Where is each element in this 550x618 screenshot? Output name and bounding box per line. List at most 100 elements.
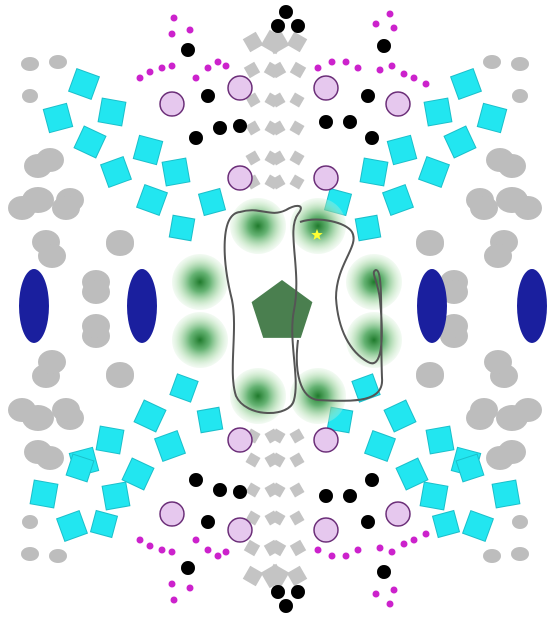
navy-oval <box>517 269 547 343</box>
black-dot <box>271 19 285 33</box>
magenta-dot <box>205 547 212 554</box>
gray-square-tile <box>289 150 304 165</box>
cyan-tile <box>197 407 222 432</box>
magenta-dot <box>373 21 380 28</box>
black-dot <box>343 489 357 503</box>
magenta-dot <box>389 549 396 556</box>
black-dot <box>201 89 215 103</box>
cyan-tile <box>355 215 380 240</box>
gray-token <box>512 89 528 103</box>
magenta-dot <box>377 67 384 74</box>
gray-token <box>484 244 512 268</box>
magenta-dot <box>171 15 178 22</box>
cyan-tile <box>419 157 450 188</box>
cyan-tile <box>365 431 396 462</box>
gray-square-tile <box>243 566 263 586</box>
magenta-dot <box>389 63 396 70</box>
gray-square-tile <box>289 120 304 135</box>
gray-token <box>82 280 110 304</box>
magenta-dot <box>169 581 176 588</box>
magenta-dot <box>401 541 408 548</box>
green-target-glow <box>346 254 402 310</box>
cyan-tile <box>444 126 476 158</box>
black-dot <box>319 115 333 129</box>
black-dot <box>377 565 391 579</box>
black-dot <box>343 115 357 129</box>
cyan-tile <box>133 135 162 164</box>
green-target-glow <box>172 312 228 368</box>
cyan-tile <box>162 158 190 186</box>
cyan-tile <box>57 511 88 542</box>
cyan-tile <box>424 98 452 126</box>
cyan-tile <box>433 511 460 538</box>
gray-square-tile <box>243 32 263 52</box>
magenta-dot <box>355 547 362 554</box>
magenta-dot <box>171 597 178 604</box>
gray-square-tile <box>287 566 307 586</box>
gray-square-tile <box>290 540 306 556</box>
magenta-dot <box>387 11 394 18</box>
black-dot <box>377 39 391 53</box>
gray-token <box>106 362 134 386</box>
magenta-dot <box>169 63 176 70</box>
black-dot <box>189 473 203 487</box>
black-dot <box>291 19 305 33</box>
black-dot <box>233 485 247 499</box>
magenta-dot <box>187 27 194 34</box>
magenta-dot <box>401 71 408 78</box>
gray-token <box>106 232 134 256</box>
black-dot <box>271 585 285 599</box>
gray-token <box>483 549 501 563</box>
black-dot <box>361 515 375 529</box>
lilac-circle <box>228 166 252 190</box>
magenta-dot <box>169 31 176 38</box>
black-dot <box>361 89 375 103</box>
lilac-circle <box>386 92 410 116</box>
gray-square-tile <box>289 482 304 497</box>
gray-square-tile <box>290 62 306 78</box>
magenta-dot <box>193 537 200 544</box>
gray-square-tile <box>245 482 260 497</box>
magenta-dot <box>159 65 166 72</box>
magenta-dot <box>411 537 418 544</box>
cyan-tile <box>122 458 154 490</box>
gray-square-tile <box>289 428 304 443</box>
gray-token <box>52 398 80 422</box>
lilac-circle <box>160 92 184 116</box>
cyan-tile <box>451 69 482 100</box>
cyan-tile <box>96 426 124 454</box>
gray-square-tile <box>245 452 260 467</box>
magenta-dot <box>147 69 154 76</box>
magenta-dot <box>215 553 222 560</box>
magenta-dot <box>187 585 194 592</box>
gray-token <box>21 547 39 561</box>
magenta-dot <box>159 547 166 554</box>
magenta-dot <box>215 59 222 66</box>
green-target-glow <box>230 198 286 254</box>
magenta-dot <box>137 537 144 544</box>
cyan-tile <box>134 400 166 432</box>
gray-square-tile <box>289 92 304 107</box>
gray-token <box>498 440 526 464</box>
cyan-tile <box>463 511 494 542</box>
gray-token <box>24 440 52 464</box>
magenta-dot <box>137 75 144 82</box>
cyan-tile <box>477 103 506 132</box>
black-dot <box>189 131 203 145</box>
gray-token <box>24 154 52 178</box>
black-dot <box>201 515 215 529</box>
gray-token <box>514 398 542 422</box>
black-dot <box>319 489 333 503</box>
magenta-dot <box>423 531 430 538</box>
magenta-dot <box>205 65 212 72</box>
gray-token <box>483 55 501 69</box>
cyan-tile <box>101 157 132 188</box>
magenta-dot <box>329 553 336 560</box>
cyan-tile <box>360 158 388 186</box>
gray-token <box>416 362 444 386</box>
cyan-tile <box>137 185 168 216</box>
gray-square-tile <box>244 540 260 556</box>
cyan-tile <box>69 69 100 100</box>
